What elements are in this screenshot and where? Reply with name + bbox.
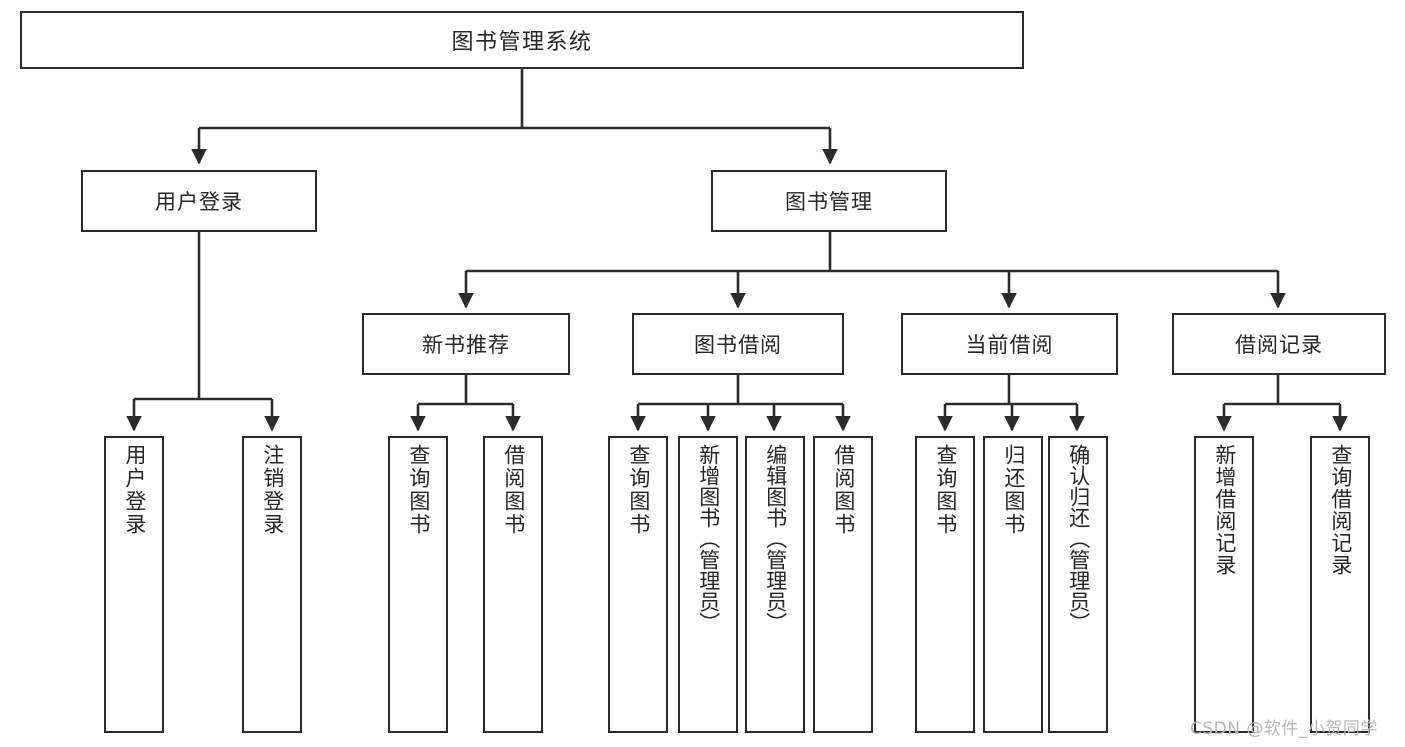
- node-root-system-label: 图书管理系统: [451, 30, 593, 55]
- leaf-record-add-record[interactable]: 新增借阅记录: [1194, 436, 1254, 733]
- leaf-recommend-borrow-book[interactable]: 借阅图书: [483, 436, 543, 733]
- leaf-current-return-book[interactable]: 归还图书: [983, 436, 1043, 733]
- node-user-login[interactable]: 用户登录: [81, 170, 317, 232]
- leaf-user-login-login[interactable]: 用户登录: [104, 436, 164, 733]
- leaf-user-login-logout[interactable]: 注销登录: [242, 436, 302, 733]
- node-root-system[interactable]: 图书管理系统: [20, 11, 1024, 69]
- leaf-borrow-borrow-book-label: 借阅图书: [831, 444, 856, 536]
- leaf-recommend-query-book-label: 查询图书: [406, 444, 431, 536]
- leaf-borrow-query-book[interactable]: 查询图书: [608, 436, 668, 733]
- leaf-current-confirm-return-label: 确认归还（管理员）: [1066, 444, 1091, 633]
- node-current-borrow[interactable]: 当前借阅: [901, 313, 1118, 375]
- watermark-credit: CSDN @软件_小贺同学: [1190, 719, 1378, 739]
- leaf-borrow-edit-book[interactable]: 编辑图书（管理员）: [745, 436, 805, 733]
- leaf-borrow-add-book[interactable]: 新增图书（管理员）: [678, 436, 738, 733]
- leaf-user-login-logout-label: 注销登录: [260, 444, 285, 536]
- leaf-current-query-book-label: 查询图书: [933, 444, 958, 536]
- leaf-borrow-query-book-label: 查询图书: [626, 444, 651, 536]
- leaf-current-return-book-label: 归还图书: [1001, 444, 1026, 536]
- node-book-management-label: 图书管理: [785, 190, 873, 214]
- leaf-current-confirm-return[interactable]: 确认归还（管理员）: [1048, 436, 1108, 733]
- node-book-borrow[interactable]: 图书借阅: [632, 313, 844, 375]
- node-new-book-recommend[interactable]: 新书推荐: [362, 313, 570, 375]
- leaf-recommend-query-book[interactable]: 查询图书: [388, 436, 448, 733]
- leaf-user-login-login-label: 用户登录: [122, 444, 147, 536]
- node-borrow-record-label: 借阅记录: [1235, 333, 1323, 357]
- node-book-borrow-label: 图书借阅: [694, 333, 782, 357]
- leaf-borrow-edit-book-label: 编辑图书（管理员）: [763, 444, 788, 633]
- leaf-current-query-book[interactable]: 查询图书: [915, 436, 975, 733]
- node-user-login-label: 用户登录: [155, 190, 243, 214]
- leaf-borrow-add-book-label: 新增图书（管理员）: [696, 444, 721, 633]
- leaf-record-add-record-label: 新增借阅记录: [1212, 444, 1237, 576]
- node-current-borrow-label: 当前借阅: [965, 333, 1054, 357]
- leaf-borrow-borrow-book[interactable]: 借阅图书: [813, 436, 873, 733]
- leaf-record-query-record[interactable]: 查询借阅记录: [1310, 436, 1370, 733]
- leaf-record-query-record-label: 查询借阅记录: [1328, 444, 1353, 576]
- node-borrow-record[interactable]: 借阅记录: [1172, 313, 1386, 375]
- node-new-book-recommend-label: 新书推荐: [422, 333, 510, 357]
- node-book-management[interactable]: 图书管理: [711, 170, 947, 232]
- leaf-recommend-borrow-book-label: 借阅图书: [501, 444, 526, 536]
